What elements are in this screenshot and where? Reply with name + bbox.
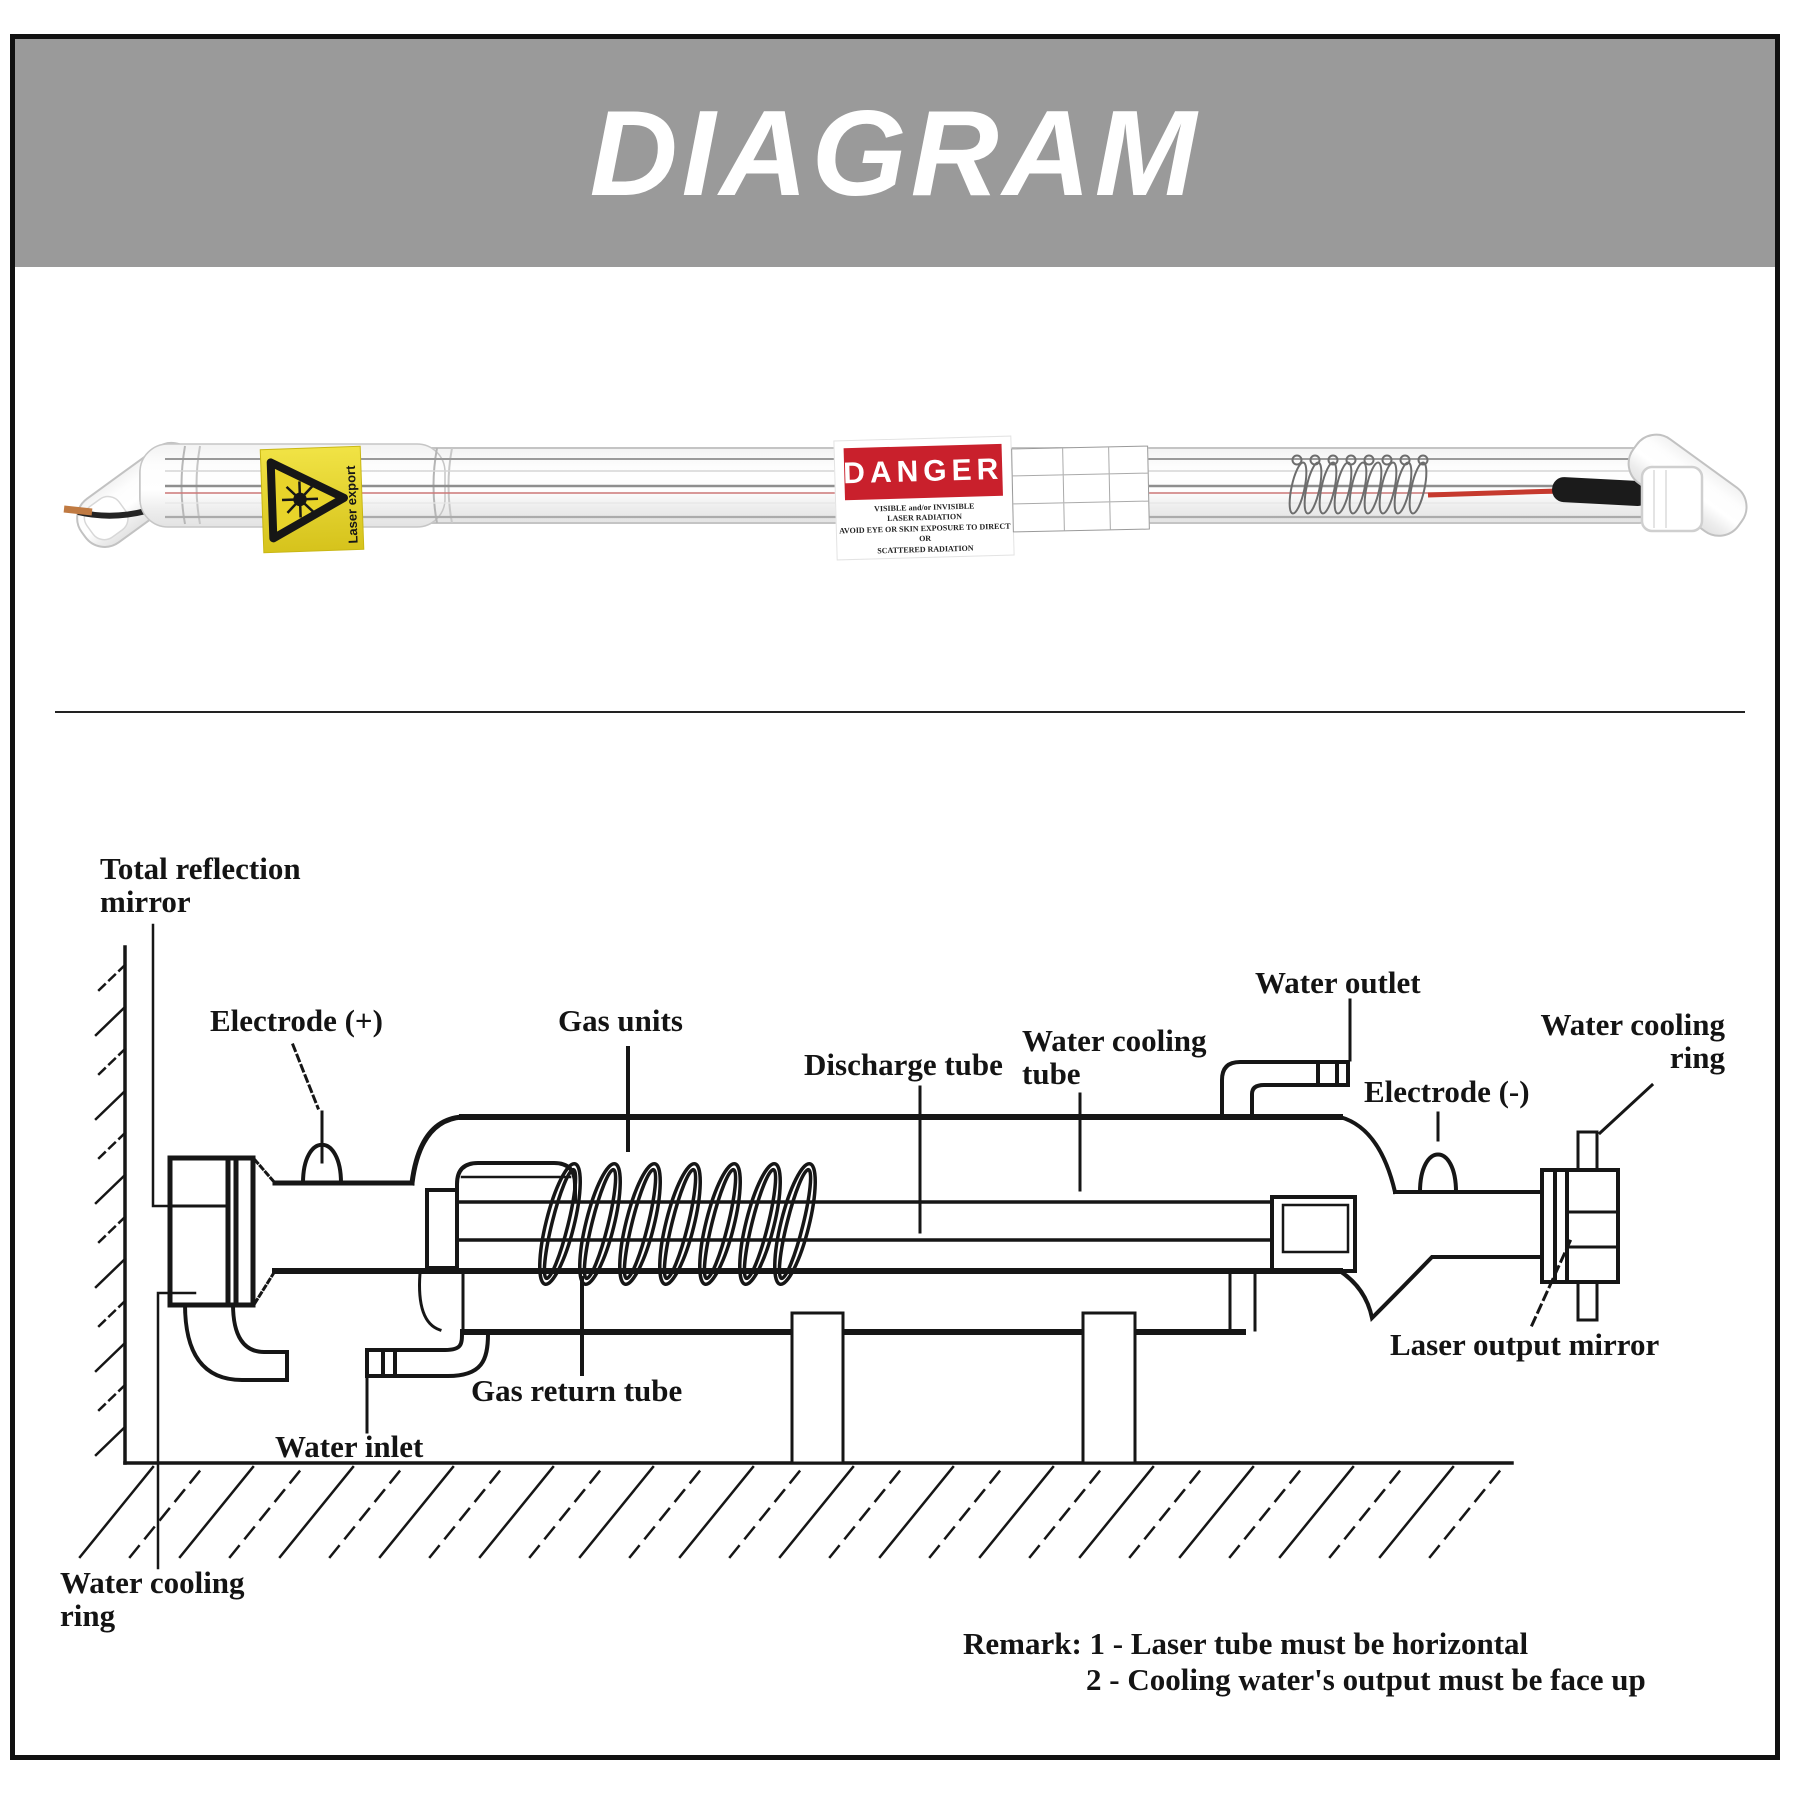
label-water-cooling-ring-right: Water cooling ring bbox=[1540, 1007, 1725, 1075]
photo-connector-ring bbox=[1640, 465, 1704, 533]
inner-ring bbox=[425, 1188, 459, 1270]
output-mirror-holder-inner bbox=[1281, 1203, 1350, 1254]
envelope-top-right-curve bbox=[1337, 1114, 1398, 1195]
leader-electrode-plus bbox=[291, 1043, 320, 1110]
header-band: DIAGRAM bbox=[15, 39, 1775, 267]
block-corner-hatch bbox=[252, 1157, 278, 1186]
leader-total-reflection-mirror bbox=[151, 923, 174, 1208]
section-divider bbox=[55, 711, 1745, 713]
water-outlet-pipe bbox=[1220, 1060, 1350, 1119]
photo-warning-label: Laser export bbox=[259, 445, 365, 554]
ground-hatching bbox=[78, 1465, 1505, 1559]
leader-water-cooling-ring-right bbox=[1597, 1082, 1655, 1136]
envelope-bottom-right bbox=[1337, 1255, 1544, 1323]
envelope-top-left-curve bbox=[409, 1114, 465, 1186]
photo-wire-sleeve bbox=[1552, 477, 1651, 506]
gas-units-coil bbox=[538, 1161, 817, 1287]
label-water-cooling-ring-left: Water cooling ring bbox=[60, 1565, 245, 1633]
remark-line-1: Remark: 1 - Laser tube must be horizonta… bbox=[963, 1626, 1529, 1661]
mirror-block-left bbox=[167, 1155, 256, 1308]
page-border-frame bbox=[10, 34, 1780, 1760]
page-title: DIAGRAM bbox=[589, 85, 1201, 221]
left-return-connector bbox=[418, 1271, 442, 1332]
label-laser-output-mirror: Laser output mirror bbox=[1390, 1327, 1660, 1362]
label-gas-return-tube: Gas return tube bbox=[471, 1373, 683, 1408]
label-total-reflection-mirror: Total reflection mirror bbox=[100, 851, 301, 919]
mirror-block-right bbox=[1540, 1130, 1620, 1322]
label-discharge-tube: Discharge tube bbox=[804, 1047, 1003, 1082]
label-water-outlet: Water outlet bbox=[1255, 965, 1421, 1000]
gas-chamber-jacket bbox=[455, 1161, 577, 1202]
output-mirror-holder-outer bbox=[1270, 1195, 1357, 1273]
label-water-cooling-tube: Water cooling tube bbox=[1022, 1023, 1207, 1091]
support-pillar-left bbox=[790, 1311, 845, 1465]
label-electrode-minus: Electrode (-) bbox=[1364, 1074, 1530, 1109]
laser-burst-icon bbox=[281, 481, 319, 518]
block-corner-hatch bbox=[252, 1268, 278, 1306]
photo-internal-coil bbox=[1288, 454, 1429, 515]
leader-laser-output-mirror bbox=[1530, 1235, 1574, 1327]
label-water-inlet: Water inlet bbox=[275, 1429, 424, 1464]
warning-label-text: Laser export bbox=[343, 465, 361, 544]
left-block-elbow-pipe bbox=[182, 1302, 289, 1382]
photo-left-wire-tip bbox=[63, 505, 93, 516]
support-pillar-right bbox=[1081, 1311, 1137, 1465]
label-gas-units: Gas units bbox=[558, 1003, 683, 1038]
wall-hatching bbox=[94, 963, 127, 1457]
photo-right-wire bbox=[1427, 488, 1559, 498]
remark-line-2: 2 - Cooling water's output must be face … bbox=[1086, 1662, 1646, 1697]
label-electrode-plus: Electrode (+) bbox=[210, 1003, 383, 1038]
water-inlet-pipe bbox=[365, 1329, 491, 1378]
electrode-minus-shape bbox=[1417, 1152, 1459, 1195]
leader-water-cooling-ring-left bbox=[156, 1291, 197, 1570]
